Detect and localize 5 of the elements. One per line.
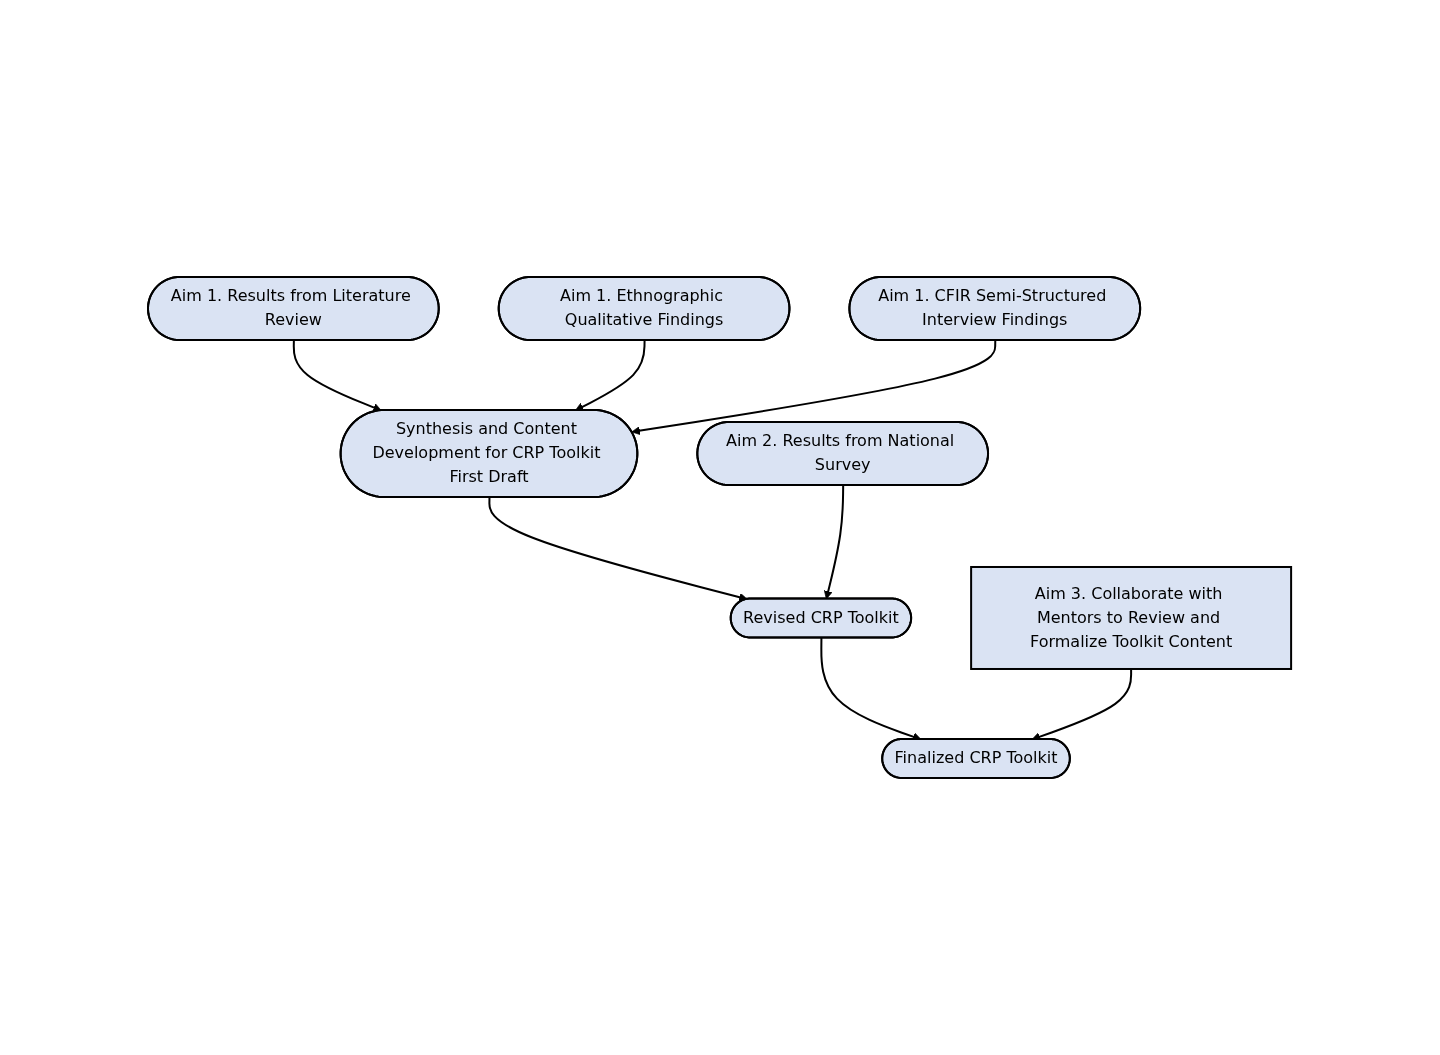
arrow [575,339,646,411]
node-box: Aim 3. Collaborate with Mentors to Review and Formalize Toolkit Content [970,566,1293,670]
arrow [293,339,383,412]
arrow [631,339,997,435]
arrow [824,484,845,600]
